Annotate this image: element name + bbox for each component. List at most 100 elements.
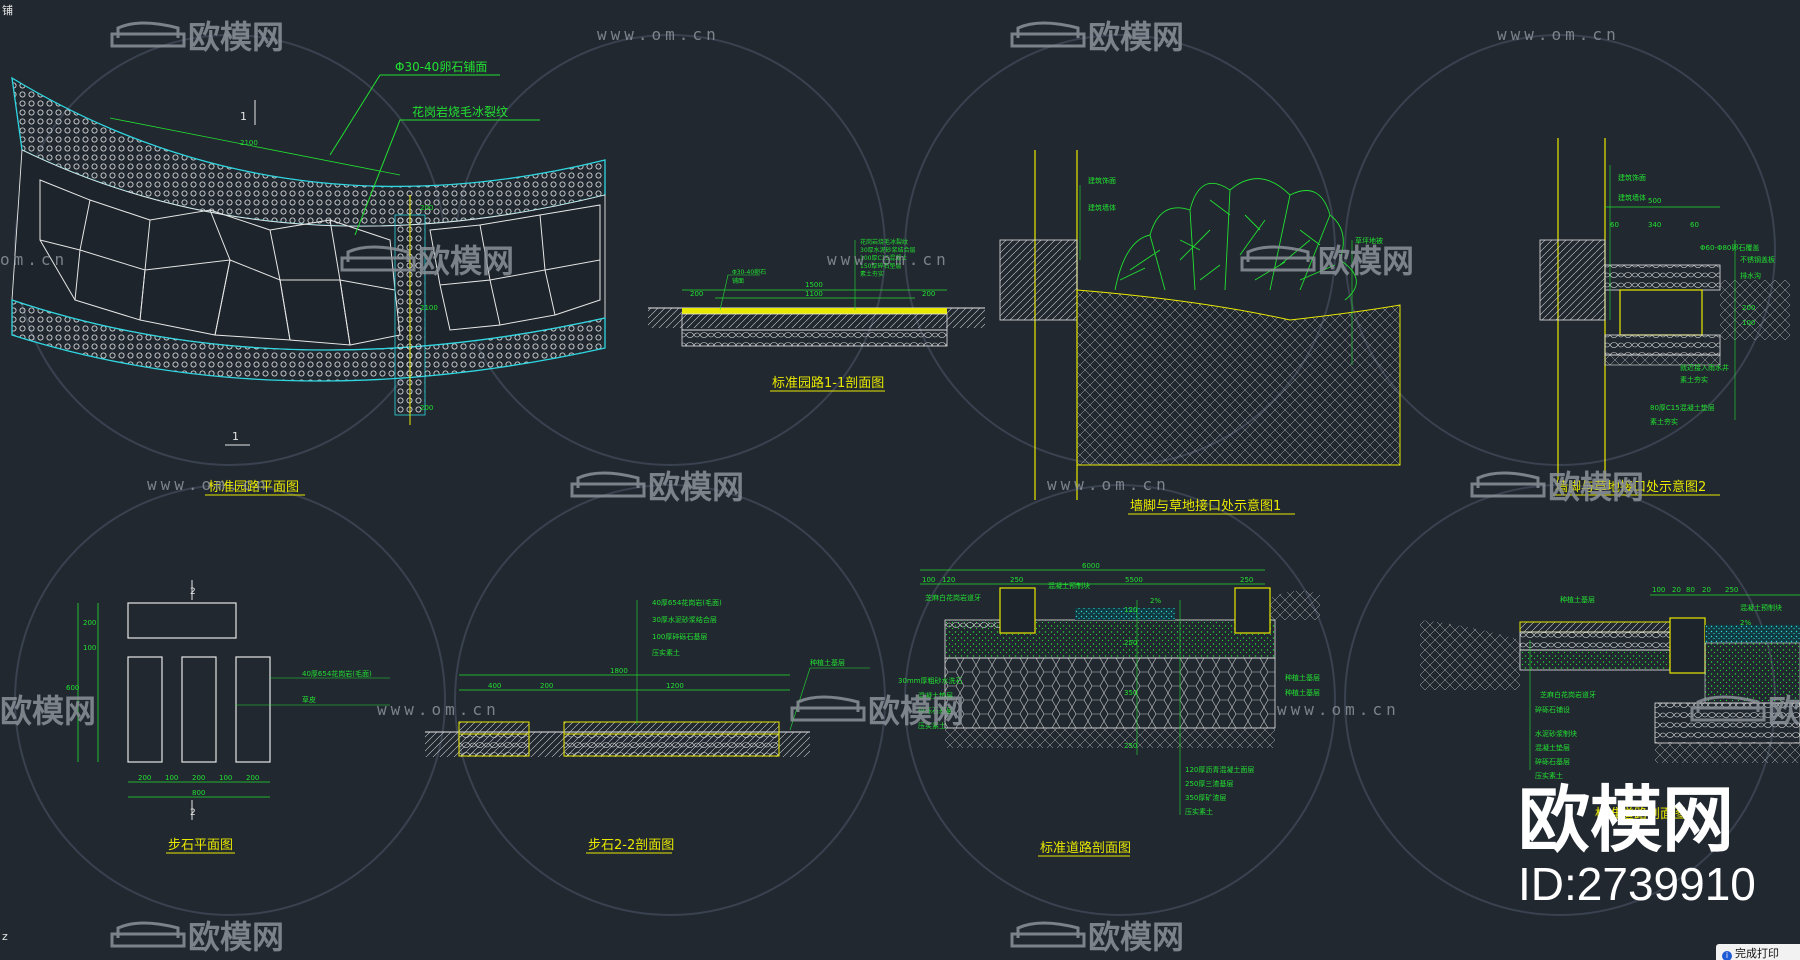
svg-text:200: 200 (540, 682, 553, 690)
road-section[interactable]: 6000 100 120 250 5500 250 芝麻白花岗岩道牙 混凝土预制… (898, 562, 1320, 857)
svg-text:120厚沥青混凝土面层: 120厚沥青混凝土面层 (1185, 765, 1254, 774)
svg-text:200: 200 (1742, 304, 1755, 312)
svg-text:压实素土: 压实素土 (918, 721, 946, 730)
svg-text:200: 200 (192, 774, 205, 782)
svg-text:100: 100 (165, 774, 178, 782)
dim-1100: 1100 (805, 290, 823, 298)
title-curved-path-plan: 标准园路平面图 (208, 479, 299, 495)
svg-text:400: 400 (488, 682, 501, 690)
svg-text:www.om.cn: www.om.cn (1047, 475, 1170, 494)
stepping-stone-plan[interactable]: 2 2 200 100 600 200 100 200 100 200 800 … (66, 580, 390, 854)
svg-text:200: 200 (138, 774, 151, 782)
svg-text:混凝土垫层: 混凝土垫层 (1535, 743, 1570, 752)
shrub-drawing (1114, 178, 1357, 301)
svg-text:200: 200 (83, 619, 96, 627)
window-title: 铺 (2, 4, 13, 17)
svg-text:种植土基层: 种植土基层 (1285, 688, 1320, 697)
svg-text:150厚碎石垫层: 150厚碎石垫层 (860, 262, 901, 270)
svg-text:碎砾石基层: 碎砾石基层 (918, 706, 953, 715)
svg-text:就近接入雨水井: 就近接入雨水井 (1680, 363, 1729, 372)
note-pebble: Φ30-40卵石铺面 (395, 60, 487, 74)
svg-text:40厚654花岗岩(毛面): 40厚654花岗岩(毛面) (302, 669, 372, 678)
svg-text:建筑墙体: 建筑墙体 (1618, 193, 1646, 202)
title-stepping-stone-section: 步石2-2剖面图 (588, 838, 674, 853)
svg-text:600: 600 (66, 684, 79, 692)
svg-text:种植土基层: 种植土基层 (810, 658, 845, 667)
svg-text:30厚水泥砂浆结合层: 30厚水泥砂浆结合层 (652, 615, 717, 624)
title-wall-lawn-1: 墙脚与草地接口处示意图1 (1130, 498, 1281, 514)
svg-text:250厚三渣基层: 250厚三渣基层 (1185, 779, 1233, 788)
svg-text:混凝土垫层: 混凝土垫层 (918, 691, 953, 700)
svg-text:压实素土: 压实素土 (1535, 771, 1563, 780)
svg-text:100: 100 (1742, 319, 1755, 327)
svg-text:压实素土: 压实素土 (652, 648, 680, 657)
watermark-layer: 欧模网 欧模网 欧模网 欧模网 欧模网 欧模网 欧模网 欧模网 欧模网 欧模网 … (0, 18, 1800, 956)
watermark-brand: 欧模网 欧模网 欧模网 欧模网 欧模网 欧模网 欧模网 欧模网 欧模网 欧模网 … (0, 18, 1800, 956)
svg-text:欧模网: 欧模网 (188, 18, 284, 56)
svg-text:30厚水泥砂浆结合层: 30厚水泥砂浆结合层 (860, 246, 916, 254)
svg-text:250: 250 (1010, 576, 1023, 584)
svg-text:100: 100 (219, 774, 232, 782)
svg-text:350: 350 (1124, 689, 1137, 697)
svg-text:种植土基层: 种植土基层 (1560, 595, 1595, 604)
svg-text:欧模网: 欧模网 (1768, 692, 1800, 730)
dim-200-a: 200 (690, 290, 703, 298)
svg-text:www.om.cn: www.om.cn (1277, 700, 1400, 719)
svg-text:www.om.cn: www.om.cn (1497, 25, 1620, 44)
svg-text:80: 80 (1686, 586, 1695, 594)
svg-text:100: 100 (83, 644, 96, 652)
svg-text:不锈钢盖板: 不锈钢盖板 (1740, 255, 1775, 264)
svg-text:草皮: 草皮 (302, 695, 316, 704)
svg-text:水泥砂浆制块: 水泥砂浆制块 (1535, 729, 1577, 738)
svg-text:建筑饰面: 建筑饰面 (1618, 173, 1646, 182)
svg-text:250: 250 (1124, 639, 1137, 647)
svg-text:素土夯实: 素土夯实 (860, 270, 884, 278)
svg-text:www.om.cn: www.om.cn (147, 475, 270, 494)
wall-lawn-junction-1[interactable]: 建筑饰面 建筑墙体 草坪地被 墙脚与草地接口处示意图1 (999, 150, 1401, 515)
svg-text:排水沟: 排水沟 (1740, 271, 1761, 280)
svg-text:Φ30-40卵石: Φ30-40卵石 (732, 268, 766, 276)
path-section-1-1[interactable]: 1500 1100 200 200 Φ30-40卵石 铺面 花岗岩烧毛冰裂纹 3… (648, 238, 985, 392)
svg-text:混凝土预制块: 混凝土预制块 (1048, 581, 1090, 590)
svg-text:2%: 2% (1150, 597, 1161, 605)
svg-text:碎砾石基层: 碎砾石基层 (1535, 757, 1570, 766)
svg-text:40厚654花岗岩(毛面): 40厚654花岗岩(毛面) (652, 598, 722, 607)
svg-text:www.om.cn: www.om.cn (827, 250, 950, 269)
svg-text:100: 100 (922, 576, 935, 584)
path-pebble-band-lower (11, 299, 606, 382)
svg-text:120: 120 (942, 576, 955, 584)
svg-text:欧模网: 欧模网 (868, 692, 964, 730)
stepping-stone-section[interactable]: 1800 400 200 1200 40厚654花岗岩(毛面) 30厚水泥砂浆结… (425, 598, 870, 854)
svg-text:欧模网: 欧模网 (0, 692, 96, 730)
title-path-section-1-1: 标准园路1-1剖面图 (772, 375, 884, 391)
svg-text:100: 100 (1652, 586, 1665, 594)
curved-path-plan[interactable]: 2100 200 2100 200 Φ30-40卵石铺面 花岗岩烧毛冰裂纹 1 … (11, 60, 606, 496)
svg-text:欧模网: 欧模网 (648, 468, 744, 506)
info-icon: i (1722, 951, 1732, 960)
watermark-sofa-icons (110, 21, 1766, 948)
svg-text:混凝土预制块: 混凝土预制块 (1740, 603, 1782, 612)
svg-text:200: 200 (246, 774, 259, 782)
svg-text:素土夯实: 素土夯实 (1680, 375, 1708, 384)
ice-crack-pattern (39, 179, 601, 346)
svg-text:www.om.cn: www.om.cn (377, 700, 500, 719)
svg-text:欧模网: 欧模网 (188, 918, 284, 956)
svg-text:欧模网: 欧模网 (1088, 18, 1184, 56)
svg-text:100厚C15混凝土: 100厚C15混凝土 (860, 254, 907, 262)
big-brand-text: 欧模网 (1518, 781, 1734, 861)
svg-text:花岗岩烧毛冰裂纹: 花岗岩烧毛冰裂纹 (860, 238, 908, 246)
svg-text:碎砾石铺设: 碎砾石铺设 (1535, 705, 1570, 714)
wall-lawn-junction-2[interactable]: 500 60 340 60 建筑饰面 建筑墙体 Φ60-Φ80卵石覆盖 不锈钢盖… (1539, 138, 1790, 496)
dim-length: 2100 (240, 139, 258, 147)
svg-text:2%: 2% (1740, 619, 1751, 627)
road-edge-section[interactable]: 100 20 80 20 250 种植土基层 混凝土预制块 2% 芝麻白花岗岩道… (1420, 586, 1800, 822)
svg-text:欧模网: 欧模网 (1548, 468, 1644, 506)
svg-text:Φ60-Φ80卵石覆盖: Φ60-Φ80卵石覆盖 (1700, 243, 1759, 252)
svg-text:建筑墙体: 建筑墙体 (1088, 203, 1116, 212)
svg-text:草坪地被: 草坪地被 (1355, 236, 1383, 245)
title-road-edge-section: 标准道路剖面图 (1595, 806, 1686, 822)
dim-200-b: 200 (922, 290, 935, 298)
watermark-url: www.om.cn www.om.cn om.cn www.om.cn www.… (0, 25, 1620, 719)
